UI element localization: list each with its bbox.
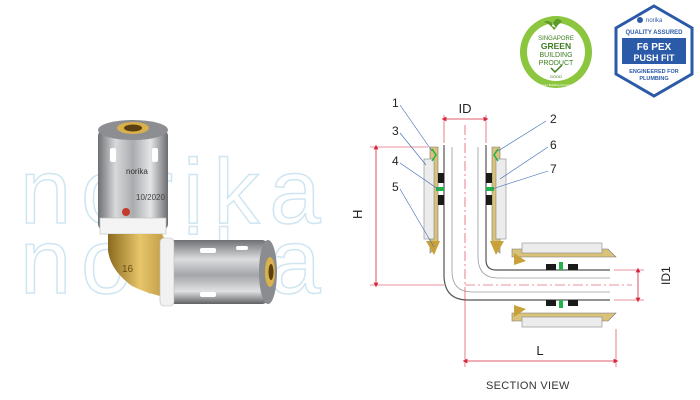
size-marking: 16 <box>122 264 134 275</box>
dim-height: H <box>350 210 365 219</box>
badge-line-1: SINGAPORE <box>538 36 574 42</box>
date-marking: 10/2020 <box>136 193 165 202</box>
qa-line-3: PUSH FIT <box>633 53 675 63</box>
callout-2: 2 <box>550 112 557 126</box>
dim-id-top: ID <box>459 101 472 116</box>
callout-1: 1 <box>392 96 399 110</box>
brand-marking: norika <box>126 167 148 176</box>
green-building-badge: SINGAPORE GREEN BUILDING PRODUCT GOOD Si… <box>520 16 592 88</box>
badge-rating: GOOD <box>550 74 562 79</box>
dim-length: L <box>536 343 543 358</box>
norika-logo-icon <box>637 17 643 23</box>
callout-3: 3 <box>392 124 399 138</box>
badge-ring-text: Singapore Green Building Council Certifi… <box>525 83 587 87</box>
watermark-text: norika <box>19 140 331 244</box>
product-photo: norika 10/2020 16 <box>98 120 277 307</box>
qa-brand: norika <box>646 18 663 24</box>
section-view-caption: SECTION VIEW <box>486 380 570 392</box>
section-view-drawing: ID H ID1 L 1 2 3 4 6 5 7 <box>350 96 673 367</box>
callout-4: 4 <box>392 154 399 168</box>
qa-line-4: ENGINEERED FOR <box>629 69 679 75</box>
callout-5: 5 <box>392 180 399 194</box>
qa-line-1: QUALITY ASSURED <box>625 30 683 36</box>
quality-assured-badge: norika QUALITY ASSURED F6 PEX PUSH FIT E… <box>614 4 694 98</box>
badge-line-3: BUILDING <box>539 52 572 59</box>
qa-line-5: PLUMBING <box>639 76 668 82</box>
check-icon <box>550 64 563 74</box>
callout-6: 6 <box>550 138 557 152</box>
dim-id-side: ID1 <box>659 266 673 285</box>
badge-line-2: GREEN <box>541 41 571 51</box>
qa-line-2: F6 PEX <box>637 42 672 53</box>
badge-line-4: PRODUCT <box>539 60 574 67</box>
callout-7: 7 <box>550 162 557 176</box>
leaf-icon <box>544 18 562 30</box>
